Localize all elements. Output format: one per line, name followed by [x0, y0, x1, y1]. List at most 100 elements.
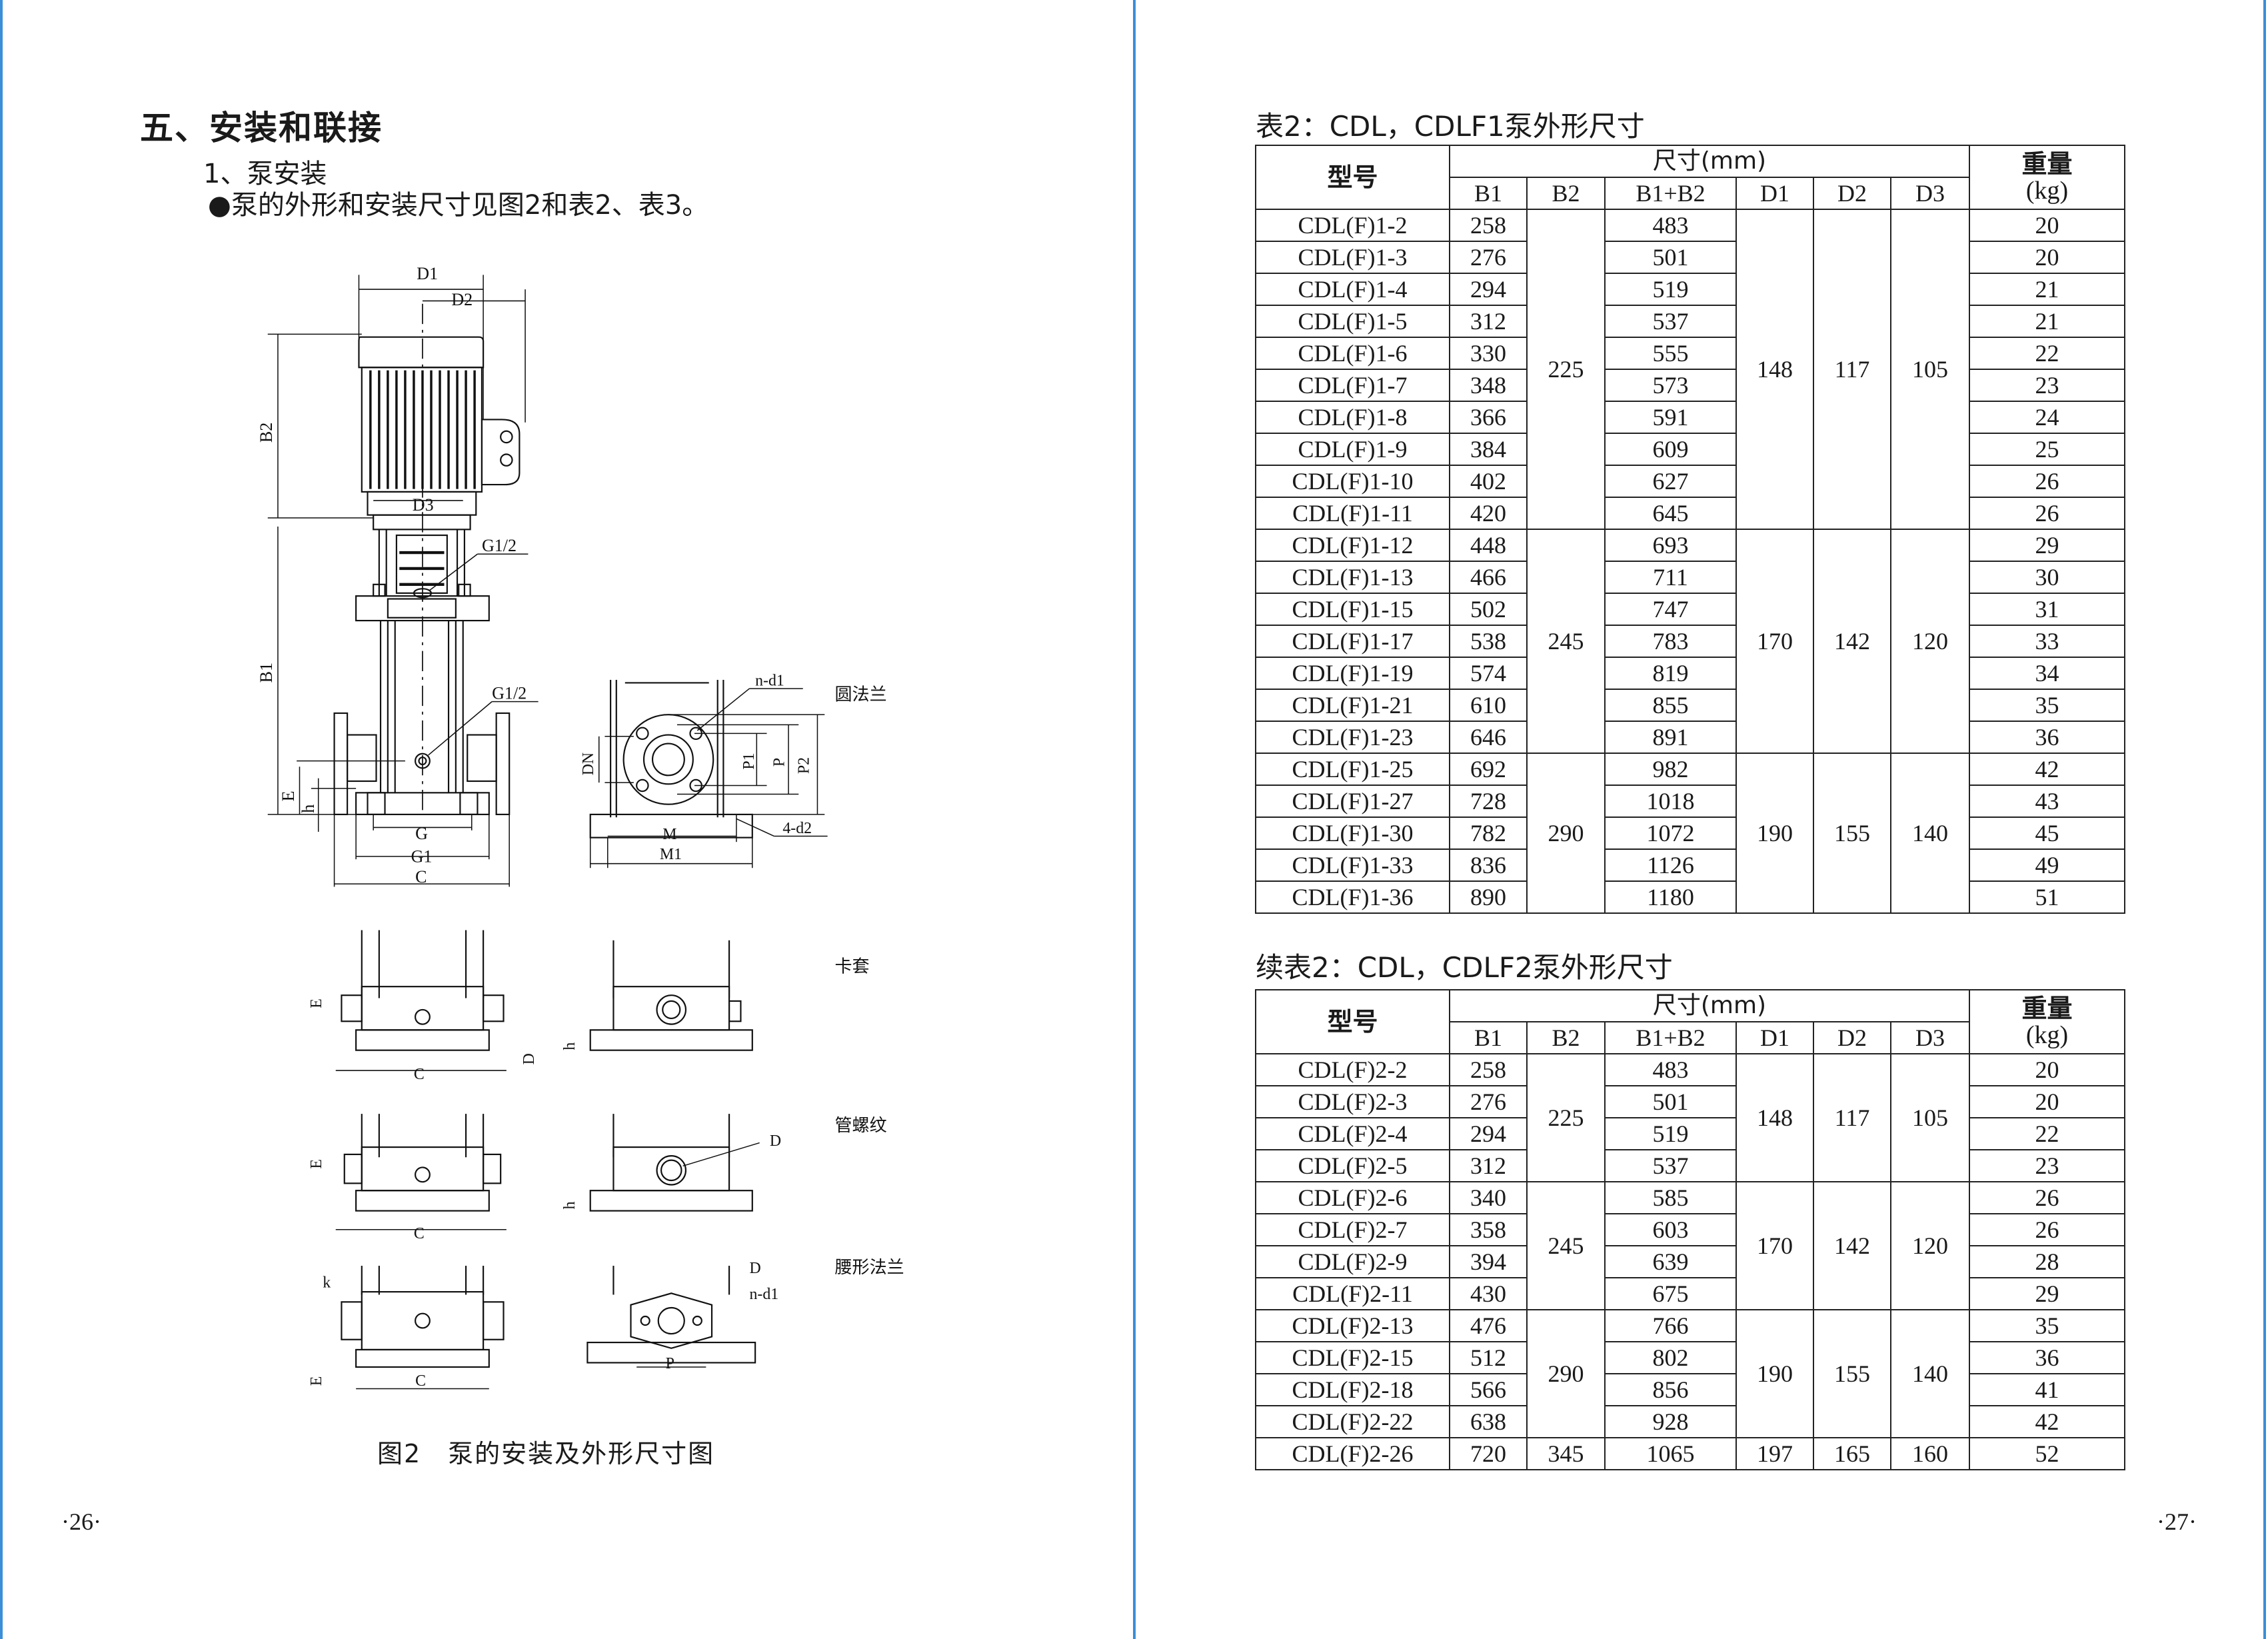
pump-front-view: D1 D2 D3 B2 B1 G1/2 G1/2 E h G G1 C — [257, 264, 539, 887]
cell-weight: 20 — [1969, 241, 2125, 274]
cell-d2: 155 — [1813, 1309, 1891, 1438]
cell-model: CDL(F)1-36 — [1255, 880, 1450, 914]
subsection-title: 1、泵安装 — [203, 159, 327, 189]
cell-b1: 448 — [1449, 529, 1528, 562]
cell-model: CDL(F)1-11 — [1255, 497, 1450, 530]
cell-b1: 394 — [1449, 1245, 1528, 1278]
page-number-left: ·26· — [61, 1508, 101, 1535]
cell-model: CDL(F)2-3 — [1255, 1085, 1450, 1118]
cell-weight: 35 — [1969, 689, 2125, 722]
cell-model: CDL(F)2-15 — [1255, 1341, 1450, 1374]
label-D-thread: D — [770, 1132, 781, 1150]
label-h-thread: h — [561, 1201, 578, 1209]
label-G-half-top: G1/2 — [482, 536, 517, 555]
label-4-d2: 4-d2 — [782, 820, 812, 837]
label-P2: P2 — [795, 757, 812, 774]
label-E-thread: E — [308, 1159, 325, 1169]
cell-model: CDL(F)1-27 — [1255, 785, 1450, 818]
cell-b1-b2: 982 — [1604, 753, 1737, 786]
cell-weight: 33 — [1969, 625, 2125, 658]
cell-d3: 140 — [1890, 1309, 1970, 1438]
cell-model: CDL(F)1-6 — [1255, 337, 1450, 370]
cell-model: CDL(F)1-33 — [1255, 848, 1450, 882]
cell-b1: 566 — [1449, 1373, 1528, 1406]
cell-b1: 574 — [1449, 657, 1528, 690]
header-col-b1: B1 — [1449, 1021, 1528, 1054]
cell-model: CDL(F)1-12 — [1255, 529, 1450, 562]
cell-b1-b2: 585 — [1604, 1181, 1737, 1214]
label-D3: D3 — [413, 495, 434, 515]
label-DN: DN — [580, 753, 597, 775]
cell-weight: 26 — [1969, 465, 2125, 498]
variant-label-pipe-thread: 管螺纹 — [835, 1116, 887, 1135]
cell-b1-b2: 537 — [1604, 305, 1737, 338]
header-col-b2: B2 — [1526, 177, 1606, 210]
cell-b1: 512 — [1449, 1341, 1528, 1374]
header-weight-unit: (kg) — [2025, 177, 2069, 205]
cell-model: CDL(F)1-3 — [1255, 241, 1450, 274]
cell-weight: 51 — [1969, 880, 2125, 914]
cell-model: CDL(F)2-26 — [1255, 1437, 1450, 1470]
cell-b2: 225 — [1526, 209, 1606, 530]
cell-model: CDL(F)2-22 — [1255, 1405, 1450, 1438]
cell-b1-b2: 483 — [1604, 209, 1737, 242]
cell-d2: 117 — [1813, 209, 1891, 530]
cell-b1-b2: 573 — [1604, 369, 1737, 402]
cell-weight: 41 — [1969, 1373, 2125, 1406]
header-size: 尺寸(mm) — [1449, 145, 1970, 178]
cell-model: CDL(F)1-17 — [1255, 625, 1450, 658]
cell-weight: 26 — [1969, 497, 2125, 530]
cell-weight: 42 — [1969, 753, 2125, 786]
cell-model: CDL(F)1-30 — [1255, 817, 1450, 850]
cell-model: CDL(F)2-11 — [1255, 1277, 1450, 1310]
cell-weight: 29 — [1969, 529, 2125, 562]
cell-b1-b2: 501 — [1604, 1085, 1737, 1118]
cell-d3: 105 — [1890, 1053, 1970, 1182]
header-col-d2: D2 — [1813, 177, 1891, 210]
cell-b1: 330 — [1449, 337, 1528, 370]
round-flange-side-view: n-d1 DN P1 P P2 M M1 4-d2 — [580, 673, 828, 868]
cell-b1-b2: 627 — [1604, 465, 1737, 498]
cell-b1: 638 — [1449, 1405, 1528, 1438]
cell-b1: 646 — [1449, 721, 1528, 754]
cell-d1: 190 — [1735, 753, 1814, 914]
cell-weight: 21 — [1969, 305, 2125, 338]
cell-b1: 782 — [1449, 817, 1528, 850]
header-col-b1: B1 — [1449, 177, 1528, 210]
header-weight: 重量(kg) — [1969, 145, 2125, 210]
header-col-d1: D1 — [1735, 1021, 1814, 1054]
label-M1: M1 — [660, 846, 682, 863]
label-D-oval: D — [749, 1260, 760, 1277]
header-col-d3: D3 — [1890, 177, 1970, 210]
header-col-d3: D3 — [1890, 1021, 1970, 1054]
cell-d2: 117 — [1813, 1053, 1891, 1182]
label-n-d1-oval: n-d1 — [749, 1286, 778, 1303]
label-P1: P1 — [740, 753, 758, 769]
cell-model: CDL(F)1-21 — [1255, 689, 1450, 722]
cell-b1-b2: 639 — [1604, 1245, 1737, 1278]
cell-b1-b2: 645 — [1604, 497, 1737, 530]
cell-weight: 20 — [1969, 209, 2125, 242]
label-B2: B2 — [257, 423, 276, 443]
cell-weight: 23 — [1969, 1149, 2125, 1182]
cell-b1-b2: 483 — [1604, 1053, 1737, 1086]
cell-d1: 197 — [1735, 1437, 1814, 1470]
cell-d1: 148 — [1735, 1053, 1814, 1182]
label-C-thread: C — [414, 1225, 425, 1242]
cell-b1-b2: 603 — [1604, 1213, 1737, 1246]
